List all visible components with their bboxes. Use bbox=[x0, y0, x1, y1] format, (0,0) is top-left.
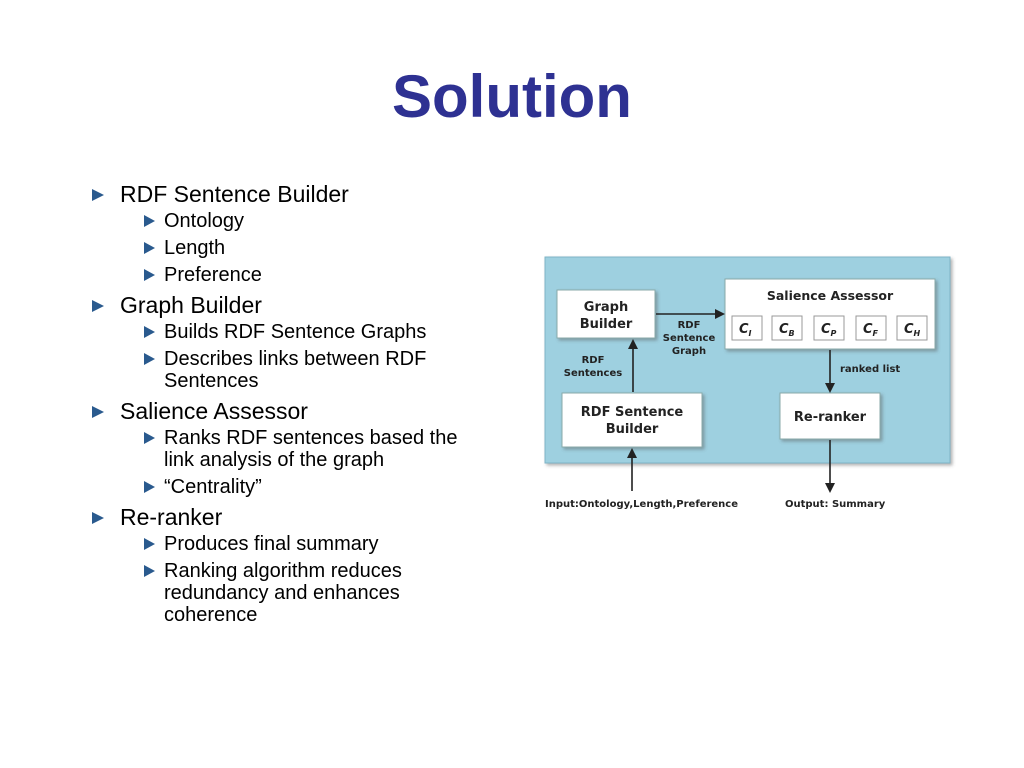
re-ranker-node: Re-ranker bbox=[779, 392, 881, 440]
bullet-triangle-icon bbox=[144, 242, 155, 254]
criterion-symbol: C bbox=[821, 322, 831, 337]
criterion-subscript: F bbox=[873, 329, 879, 338]
svg-text:CP: CP bbox=[821, 322, 837, 338]
bullet-triangle-icon bbox=[144, 215, 155, 227]
bullet-triangle-icon bbox=[144, 481, 155, 493]
svg-text:CH: CH bbox=[904, 322, 921, 338]
svg-text:CF: CF bbox=[863, 322, 879, 338]
sub-bullet-item: Ranks RDF sentences based the link analy… bbox=[120, 427, 490, 471]
sub-bullet-list: Ontology Length Preference bbox=[120, 210, 490, 286]
criterion-subscript: B bbox=[789, 329, 795, 338]
bullet-item: Re-ranker Produces final summary Ranking… bbox=[90, 503, 490, 626]
output-label: Output: Summary bbox=[785, 499, 886, 510]
criterion-symbol: C bbox=[739, 322, 749, 337]
rdf-sentence-builder-node: RDF Sentence Builder bbox=[561, 392, 703, 448]
bullet-triangle-icon bbox=[144, 326, 155, 338]
bullet-text: Salience Assessor bbox=[120, 398, 308, 424]
criterion-box: CB bbox=[771, 315, 803, 341]
sub-bullet-text: Ranking algorithm reduces redundancy and… bbox=[164, 560, 402, 626]
sub-bullet-item: Builds RDF Sentence Graphs bbox=[120, 321, 490, 343]
criterion-subscript: I bbox=[749, 329, 752, 338]
sub-bullet-item: Preference bbox=[120, 264, 490, 286]
criterion-box: CI bbox=[731, 315, 763, 341]
edge-label-rdf-sentence-graph: RDF Sentence Graph bbox=[663, 320, 716, 357]
sub-bullet-list: Ranks RDF sentences based the link analy… bbox=[120, 427, 490, 498]
rdf-sentence-builder-label-line2: Builder bbox=[606, 422, 659, 437]
bullet-text: Re-ranker bbox=[120, 504, 223, 530]
slide-title: Solution bbox=[392, 63, 632, 130]
graph-builder-label-line2: Builder bbox=[580, 317, 633, 332]
sub-bullet-item: Ranking algorithm reduces redundancy and… bbox=[120, 560, 490, 626]
criterion-symbol: C bbox=[904, 322, 914, 337]
graph-builder-label-line1: Graph bbox=[584, 300, 628, 315]
bullet-triangle-icon bbox=[92, 300, 104, 312]
bullet-triangle-icon bbox=[92, 512, 104, 524]
salience-assessor-node: Salience Assessor CI CB CP CF bbox=[724, 278, 936, 350]
criterion-box: CP bbox=[813, 315, 845, 341]
bullet-text: Graph Builder bbox=[120, 292, 262, 318]
salience-assessor-label: Salience Assessor bbox=[767, 288, 894, 303]
sub-bullet-text: Preference bbox=[164, 264, 262, 286]
sub-bullet-list: Builds RDF Sentence Graphs Describes lin… bbox=[120, 321, 490, 392]
bullet-triangle-icon bbox=[92, 189, 104, 201]
edge-label-line: RDF bbox=[582, 355, 605, 366]
bullet-triangle-icon bbox=[144, 353, 155, 365]
bullet-triangle-icon bbox=[144, 565, 155, 577]
bullet-item: RDF Sentence Builder Ontology Length Pre… bbox=[90, 180, 490, 286]
svg-text:CI: CI bbox=[739, 322, 752, 338]
bullet-triangle-icon bbox=[144, 538, 155, 550]
sub-bullet-text: Builds RDF Sentence Graphs bbox=[164, 321, 427, 343]
criterion-subscript: P bbox=[831, 329, 837, 338]
sub-bullet-text: Ranks RDF sentences based the link analy… bbox=[164, 427, 458, 471]
bullet-list: RDF Sentence Builder Ontology Length Pre… bbox=[90, 180, 490, 631]
bullet-triangle-icon bbox=[144, 432, 155, 444]
sub-bullet-text: Length bbox=[164, 237, 226, 259]
sub-bullet-text: Describes links between RDF Sentences bbox=[164, 348, 427, 392]
input-label: Input:Ontology,Length,Preference bbox=[545, 499, 738, 510]
criterion-box: CF bbox=[855, 315, 887, 341]
sub-bullet-item: Describes links between RDF Sentences bbox=[120, 348, 490, 392]
sub-bullet-item: Produces final summary bbox=[120, 533, 490, 555]
sub-bullet-text: Ontology bbox=[164, 210, 245, 232]
bullet-item: Salience Assessor Ranks RDF sentences ba… bbox=[90, 397, 490, 498]
edge-label-ranked-list: ranked list bbox=[840, 364, 900, 375]
edge-label-line: Graph bbox=[672, 346, 706, 357]
edge-label-line: RDF bbox=[678, 320, 701, 331]
criterion-box: CH bbox=[896, 315, 928, 341]
edge-label-line: Sentences bbox=[564, 368, 622, 379]
edge-label-line: Sentence bbox=[663, 333, 716, 344]
sub-bullet-item: Ontology bbox=[120, 210, 490, 232]
rdf-sentence-builder-label-line1: RDF Sentence bbox=[581, 405, 684, 420]
criterion-symbol: C bbox=[863, 322, 873, 337]
sub-bullet-text: “Centrality” bbox=[164, 476, 262, 498]
sub-bullet-list: Produces final summary Ranking algorithm… bbox=[120, 533, 490, 626]
re-ranker-label: Re-ranker bbox=[794, 410, 867, 425]
criteria-row: CI CB CP CF CH bbox=[731, 315, 928, 341]
criterion-subscript: H bbox=[914, 329, 921, 338]
criterion-symbol: C bbox=[779, 322, 789, 337]
svg-text:CB: CB bbox=[779, 322, 795, 338]
bullet-triangle-icon bbox=[92, 406, 104, 418]
bullet-text: RDF Sentence Builder bbox=[120, 181, 349, 207]
sub-bullet-item: Length bbox=[120, 237, 490, 259]
architecture-diagram: Graph Builder Salience Assessor CI CB CP bbox=[544, 256, 951, 510]
bullet-triangle-icon bbox=[144, 269, 155, 281]
sub-bullet-item: “Centrality” bbox=[120, 476, 490, 498]
sub-bullet-text: Produces final summary bbox=[164, 533, 379, 555]
graph-builder-node: Graph Builder bbox=[556, 289, 656, 339]
edge-label-rdf-sentences: RDF Sentences bbox=[564, 355, 622, 379]
bullet-item: Graph Builder Builds RDF Sentence Graphs… bbox=[90, 291, 490, 392]
